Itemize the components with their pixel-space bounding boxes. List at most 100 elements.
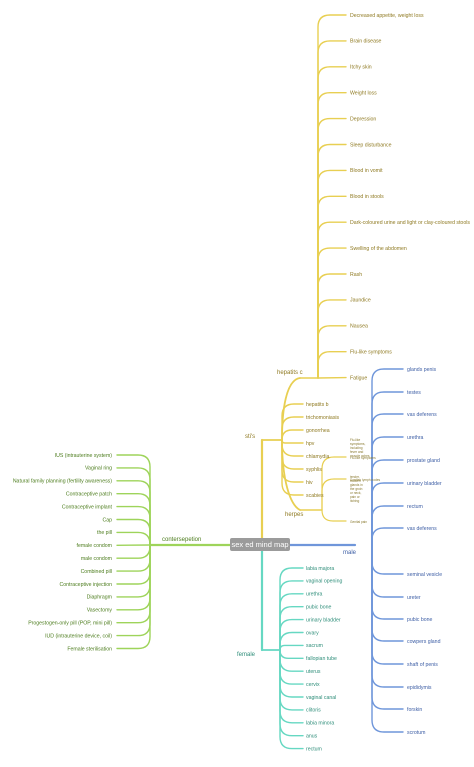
svg-text:the groin: the groin [350,487,363,491]
hepatitis-c-symptom[interactable]: Jaundice [350,298,371,304]
svg-text:tender,: tender, [350,475,360,479]
contraception-item[interactable]: Vasectomy [87,608,113,614]
hub-female[interactable]: female [237,652,256,658]
male-part[interactable]: glands penis [407,367,437,373]
sti-item[interactable]: gonorrhea [306,428,330,434]
contraception-link [116,544,151,585]
contraception-item[interactable]: Progestogen-only pill (POP, mini pill) [28,621,112,627]
male-part[interactable]: shaft of penis [407,662,438,668]
male-part[interactable]: pubic bone [407,617,432,623]
male-link [371,544,404,598]
branch-lines [116,14,404,750]
male-part[interactable]: seminal vesicle [407,572,442,578]
contraception-item[interactable]: IUS (intrauterine system) [55,453,113,459]
male-part[interactable]: ureter [407,595,421,601]
sti-link [281,403,304,441]
contraception-item[interactable]: Contraceptive implant [62,504,113,510]
hepatitis-c-symptom[interactable]: Sleep disturbance [350,142,392,148]
hepatitis-c-symptom[interactable]: Blood in stools [350,194,384,200]
male-link [371,544,404,665]
sti-link [281,416,304,441]
contraception-item[interactable]: IUD (intrauterine device, coil) [45,633,112,639]
herpes-item[interactable]: Genital pain [350,520,367,524]
sti-item[interactable]: scabies [306,493,324,499]
contraception-item[interactable]: Cap [102,517,112,523]
sti-item[interactable]: syphlis [306,467,322,473]
hepatitis-c-symptom[interactable]: Dark-coloured urine and light or clay-co… [350,220,470,226]
contraception-item[interactable]: Contraceptive injection [60,582,113,588]
hub-male[interactable]: male [343,550,357,556]
male-part[interactable]: prostate gland [407,458,440,464]
hepatitis-c-symptom[interactable]: Weight loss [350,91,377,97]
hepatitis-c-symptom[interactable]: Fatigue [350,375,367,381]
female-link [279,567,304,651]
male-part[interactable]: epididymis [407,685,432,691]
male-part[interactable]: rectum [407,504,423,510]
hepatitis-c-symptom[interactable]: Decreased appetite, weight loss [350,13,424,19]
female-part[interactable]: vaginal opening [306,579,342,585]
female-link [279,649,304,724]
herpes-item-link [321,509,347,522]
female-part[interactable]: anus [306,734,318,740]
sti-item[interactable]: trichomoniasis [306,415,340,421]
male-part[interactable]: vas deferens [407,412,437,418]
female-part[interactable]: clitoris [306,708,321,714]
contraception-item[interactable]: female condom [77,543,112,549]
contraception-item[interactable]: Combined pill [81,569,112,575]
male-part[interactable]: testes [407,390,421,396]
hub-contraception[interactable]: contersepetion [162,537,201,543]
center-node-label: sex ed mind map [231,540,288,549]
sti-item[interactable]: chlamydia [306,454,329,460]
contraception-item[interactable]: Contraceptive patch [66,492,112,498]
hub-herpes[interactable]: herpes [285,512,303,518]
hepatitis-c-symptom[interactable]: Flu-like symptoms [350,350,392,356]
female-part[interactable]: cervix [306,682,320,688]
herpes-item[interactable]: Swollen lymph nodes [350,478,381,482]
contraception-item[interactable]: male condom [81,556,112,562]
female-part[interactable]: labia majora [306,566,334,572]
female-part[interactable]: urethra [306,592,323,598]
female-part[interactable]: vaginal canal [306,695,336,701]
male-link [371,413,404,546]
contraception-item[interactable]: the pill [97,530,112,536]
male-part[interactable]: forskin [407,707,422,713]
hepatitis-c-symptom[interactable]: Blood in vomit [350,168,383,174]
sti-link [281,439,304,496]
male-part[interactable]: scrotum [407,730,425,736]
contraception-link [116,454,151,546]
hepatitis-c-symptom[interactable]: Depression [350,116,376,122]
hepatitis-c-symptom[interactable]: Itchy skin [350,65,372,71]
sti-item[interactable]: hpv [306,441,315,447]
male-part[interactable]: urethra [407,435,424,441]
center-node[interactable]: sex ed mind map [230,538,290,551]
female-part[interactable]: sacrum [306,643,323,649]
contraception-item[interactable]: Vaginal ring [85,466,112,472]
hepatitis-c-symptom[interactable]: Brain disease [350,39,382,45]
female-part[interactable]: urinary bladder [306,617,341,623]
hub-sti[interactable]: sti's [245,434,255,440]
sti-item[interactable]: hiv [306,480,313,486]
hepatitis-c-symptom[interactable]: Rash [350,272,362,278]
contraception-link [116,544,151,650]
female-part[interactable]: ovary [306,630,319,636]
contraception-item[interactable]: Natural family planning (fertility aware… [13,479,112,485]
contraception-item[interactable]: Female sterilisation [67,646,112,652]
male-part[interactable]: vas deferens [407,526,437,532]
hepatitis-c-symptom[interactable]: Swelling of the abdomen [350,246,407,252]
female-part[interactable]: fallopian tube [306,656,337,662]
male-part[interactable]: urinary bladder [407,481,442,487]
herpes-item[interactable]: Flu-like symptoms [350,456,376,460]
hub-hepatitis-c[interactable]: hepatits c [277,370,303,376]
sti-item[interactable]: hepatits b [306,402,329,408]
male-link [371,459,404,546]
female-part[interactable]: uterus [306,669,321,675]
hepatitis-c-symptom[interactable]: Nausea [350,324,368,330]
hepatitis-c-link [281,377,301,441]
hepatitis-c-symptom-link [317,66,347,379]
female-part[interactable]: pubic bone [306,605,331,611]
contraception-link [116,467,151,546]
female-part[interactable]: labia minora [306,721,334,727]
contraception-item[interactable]: Diaphragm [87,595,112,601]
female-part[interactable]: rectum [306,746,322,752]
male-part[interactable]: cowpers gland [407,639,441,645]
